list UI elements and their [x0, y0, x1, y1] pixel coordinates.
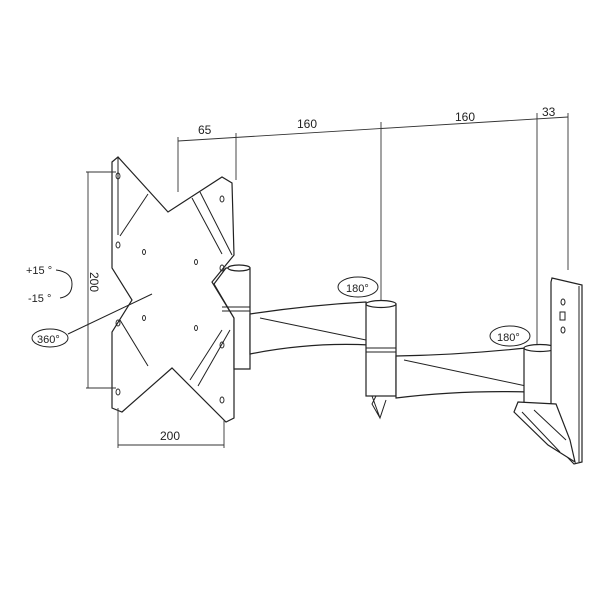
dim-label-160-second: 160: [455, 110, 475, 124]
swivel-label-joint-2: 180°: [497, 332, 520, 344]
tilt-down-label: -15 °: [28, 293, 51, 305]
swivel-icon-joint-2: [489, 325, 531, 347]
dim-label-33: 33: [542, 105, 556, 119]
rotation-360-icon: [31, 328, 69, 348]
dim-label-160-first: 160: [297, 117, 317, 131]
swivel-label-joint-1: 180°: [346, 283, 369, 295]
vesa-plate: [111, 156, 235, 423]
tilt-arrow-icon: [55, 269, 73, 299]
top-dimension-lines: [177, 113, 569, 346]
vesa-height-dimension: [86, 171, 116, 389]
dim-label-vesa-height: 200: [87, 272, 101, 292]
wall-plate: [513, 277, 583, 465]
tilt-up-label: +15 °: [26, 265, 52, 277]
vesa-width-dimension: [117, 408, 225, 448]
swivel-icon-joint-1: [337, 276, 379, 298]
dim-label-65: 65: [198, 123, 212, 137]
rotation-360-label: 360°: [37, 334, 60, 346]
dim-label-vesa-width: 200: [160, 429, 180, 443]
middle-joint: [365, 299, 397, 420]
plate-hinge: [213, 264, 251, 370]
